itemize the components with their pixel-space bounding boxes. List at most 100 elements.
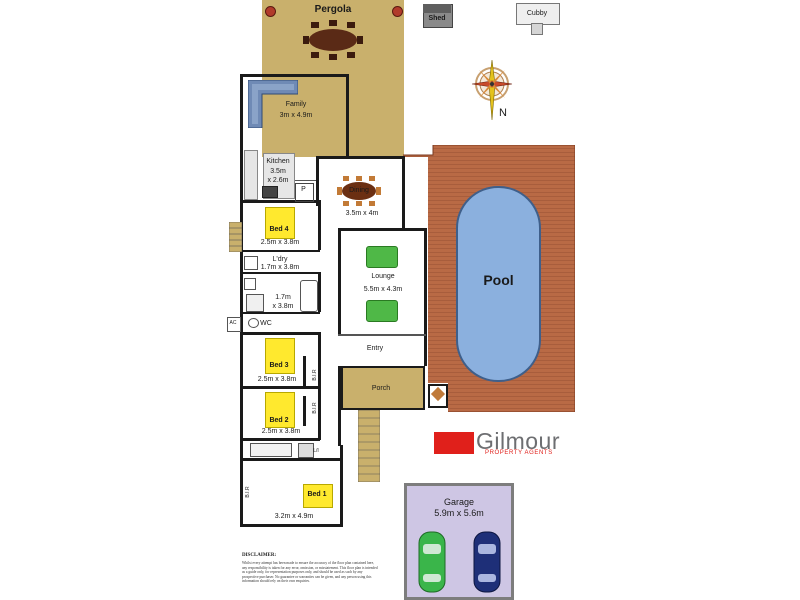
compass-icon [471,59,513,121]
side-steps [229,222,242,252]
wall [318,272,321,312]
outdoor-table-icon [303,20,363,60]
wall [240,524,343,527]
kitchen-bench [244,150,258,200]
pergola-label: Pergola [314,4,352,15]
bir2-label: B.I.R [312,402,318,414]
cooktop-icon [262,186,278,198]
porch-area [341,366,425,410]
pantry-label: P [301,186,306,193]
bed1-label: Bed 1 [307,491,327,498]
wall [240,250,320,252]
car-blue-icon [473,531,501,593]
linen-label: L/I [313,448,319,454]
kitchen-dims-2: x 2.6m [267,177,289,184]
bed-marker [265,207,295,239]
wall [240,272,320,274]
wall [346,74,349,158]
porch-label: Porch [371,385,391,392]
gilmour-logo-mark [434,432,474,454]
ensuite-shower [298,443,314,458]
wall [318,200,321,250]
wall [303,396,306,426]
car-green-icon [418,531,446,593]
bath-dims-2: x 3.8m [272,303,294,310]
entry-label: Entry [366,345,384,352]
bed-marker [265,392,295,428]
cubby-steps [531,23,543,35]
garage-label: Garage [443,497,475,507]
wall [240,438,320,441]
lounge-dims: 5.5m x 4.3m [363,286,403,293]
brand-tagline: PROPERTY AGENTS [485,450,553,456]
wall [318,386,321,440]
pool-label: Pool [483,272,514,288]
wall [338,228,427,231]
bed1-dims: 3.2m x 4.9m [274,513,314,520]
wall [338,334,426,336]
laundry-dims: 1.7m x 3.8m [260,264,300,271]
bed4-label: Bed 4 [269,226,289,233]
dining-table-icon [337,176,381,206]
wall [340,445,343,527]
wall [303,356,306,388]
laundry-tub [244,256,258,270]
shower [246,294,264,312]
wall [424,228,427,366]
ac-label: AC [229,320,237,326]
lounge-chair-icon [366,300,398,322]
bir3-label: B.I.R [245,486,251,498]
kitchen-island [263,153,295,199]
pool [456,186,541,382]
wall [240,458,340,461]
shed-roof [423,4,451,13]
plant-icon [392,6,403,17]
sink-icon [244,278,256,290]
wall [240,200,243,526]
compass-north-label: N [499,107,507,119]
bed4-dims: 2.5m x 3.8m [260,239,300,246]
bed2-dims: 2.5m x 3.8m [261,428,301,435]
bir1-label: B.I.R [312,369,318,381]
pantry-box [295,183,314,202]
shed-label: Shed [428,15,446,22]
pergola-area [262,0,404,157]
sofa-icon [248,80,298,128]
wall [240,200,320,203]
wall [292,180,316,181]
bathtub [300,280,318,312]
wall [240,74,348,77]
wall [240,386,320,389]
brand-name: Gilmour [476,428,561,454]
wall [338,366,341,446]
family-label: Family [285,101,307,108]
wall [402,156,405,229]
dining-dims: 3.5m x 4m [345,210,379,217]
kitchen-label: Kitchen [266,158,290,165]
bed-marker [265,338,295,374]
family-dims: 3m x 4.9m [279,112,313,119]
disclaimer-title: DISCLAIMER: [242,553,277,558]
bed3-label: Bed 3 [269,362,289,369]
kitchen-dims: 3.5m [270,168,286,175]
front-stairs [358,410,380,482]
ensuite-vanity [250,443,292,457]
bed-marker [303,484,333,508]
wall [316,156,319,206]
wall [318,156,404,159]
bed3-dims: 2.5m x 3.8m [257,376,297,383]
cubby-label: Cubby [526,10,548,17]
wall [240,332,320,335]
laundry-label: L'dry [272,256,288,263]
bed2-label: Bed 2 [269,417,289,424]
lounge-chair-icon [366,246,398,268]
wall [240,312,320,314]
disclaimer-body: Whilst every attempt has been made to en… [242,561,378,584]
bath-dims: 1.7m [275,294,291,301]
wc-label: WC [260,320,272,327]
ac-unit [227,317,241,332]
dining-label: Dining [349,187,369,194]
wall [318,332,321,388]
toilet-icon [248,318,259,328]
garage-dims: 5.9m x 5.6m [434,508,484,518]
